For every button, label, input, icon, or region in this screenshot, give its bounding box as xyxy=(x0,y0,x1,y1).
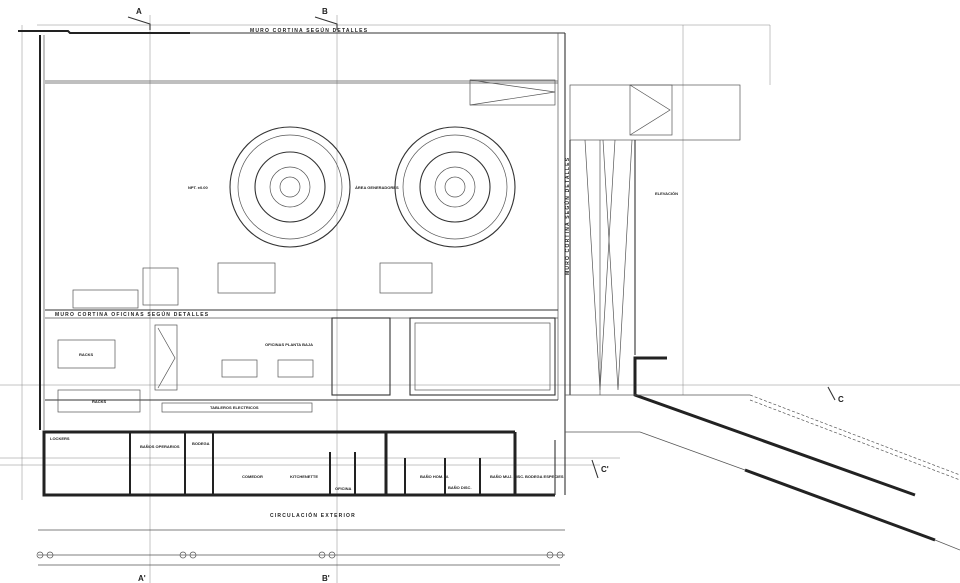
label-electrical-panels: TABLEROS ELECTRICOS xyxy=(210,405,259,410)
label-bath-women: BAÑO MUJ. DISC. xyxy=(490,474,524,479)
main-building: MURO CORTINA SEGÚN DETALLES MURO CORTINA… xyxy=(18,27,571,531)
label-curtain-wall-top: MURO CORTINA SEGÚN DETALLES xyxy=(250,27,368,34)
label-bath-men: BAÑO HOM. M. xyxy=(420,474,449,479)
label-curtain-wall-right: MURO CORTINA SEGÚN DETALLES xyxy=(564,157,571,275)
label-generator-area: ÁREA GENERADORES xyxy=(355,185,399,190)
offices-area: RACKS RACKS TABLEROS ELECTRICOS OFICINAS… xyxy=(57,317,556,413)
service-rooms: LOCKERS BAÑOS OPERARIOS BODEGA COMEDOR K… xyxy=(42,430,564,519)
generators: ÁREA GENERADORES NPT. ±0.00 xyxy=(72,79,556,309)
section-mark-b-prime: B' xyxy=(322,574,330,583)
label-special-storage: BODEGA ESPECIES xyxy=(525,474,564,479)
label-ground-floor-offices: OFICINAS PLANTA BAJA xyxy=(265,342,313,347)
section-mark-a: A xyxy=(136,7,142,16)
section-markers: A B A' B' C C' xyxy=(127,7,844,583)
label-racks-2: RACKS xyxy=(92,399,107,404)
label-dining: COMEDOR xyxy=(242,474,263,479)
label-office: OFICINA xyxy=(335,486,352,491)
level-tag: NPT. ±0.00 xyxy=(188,185,209,190)
label-curtain-wall-offices: MURO CORTINA OFICINAS SEGÚN DETALLES xyxy=(55,311,209,318)
column-markers xyxy=(36,551,565,566)
label-elevation: ELEVACIÓN xyxy=(655,191,678,196)
label-exterior-circulation: CIRCULACIÓN EXTERIOR xyxy=(270,511,356,519)
label-workers-baths: BAÑOS OPERARIOS xyxy=(140,444,180,449)
section-mark-b: B xyxy=(322,7,328,16)
ramp-annex: ELEVACIÓN xyxy=(565,84,960,551)
label-kitchenette: KITCHENETTE xyxy=(290,474,318,479)
label-storage: BODEGA xyxy=(192,441,210,446)
section-mark-a-prime: A' xyxy=(138,574,146,583)
label-racks-1: RACKS xyxy=(79,352,94,357)
grid-lines xyxy=(0,15,960,583)
label-lockers: LOCKERS xyxy=(50,436,70,441)
section-mark-c-prime: C' xyxy=(601,465,609,474)
section-mark-c: C xyxy=(838,395,844,404)
label-bath-disabled: BAÑO DISC. xyxy=(448,485,472,490)
